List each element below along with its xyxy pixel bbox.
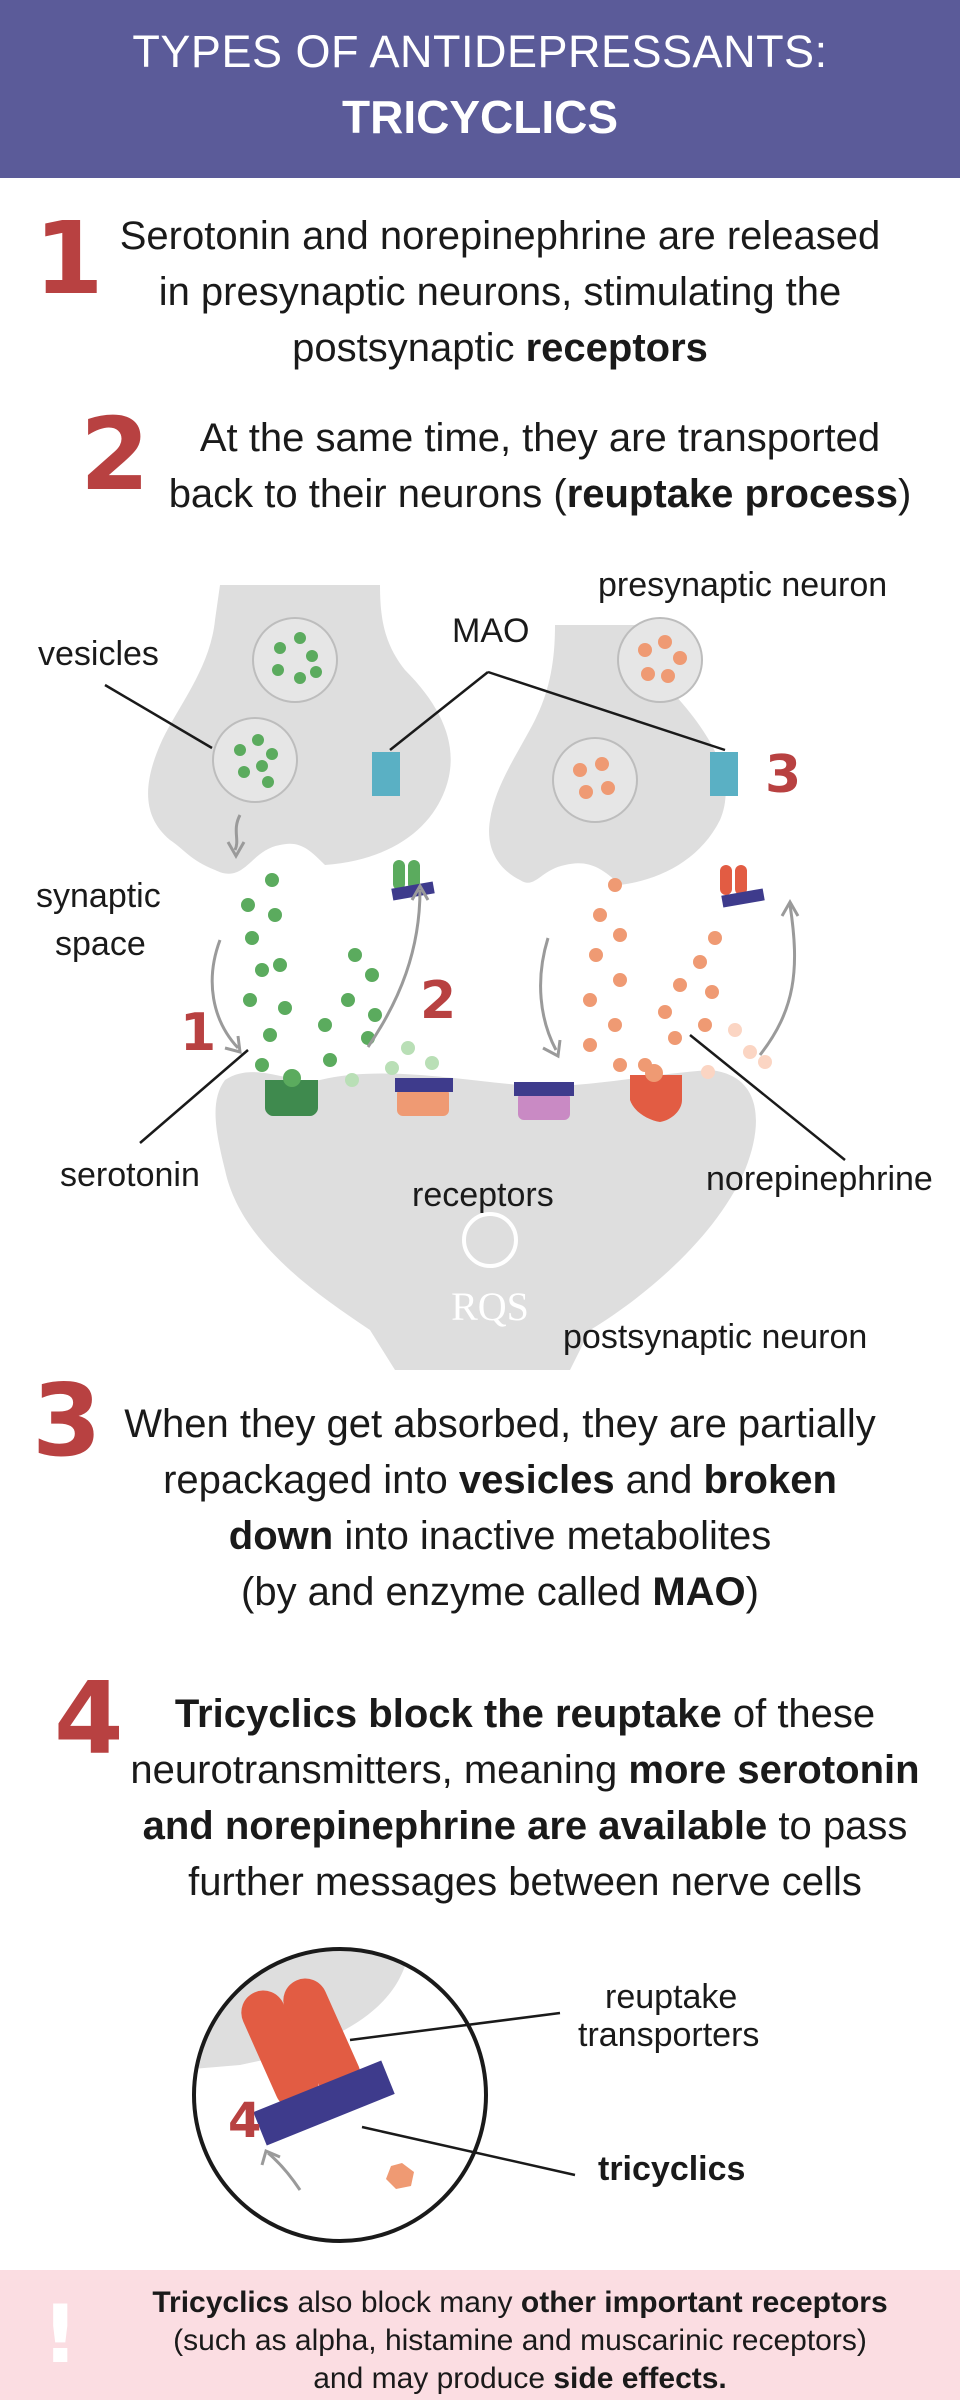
footer-bold-receptors: other important receptors [520, 2286, 888, 2319]
label-serotonin: serotonin [60, 1156, 200, 1194]
step-2-line2: back to their neurons ( [168, 472, 567, 516]
step-3-line1: When they get absorbed, they are partial… [124, 1402, 876, 1446]
marker-2: 2 [420, 971, 456, 1031]
receptor-norepinephrine [630, 1075, 682, 1122]
footer-line2: (such as alpha, histamine and muscarinic… [173, 2324, 867, 2357]
footer-line1: also block many [289, 2286, 521, 2319]
step-1-bold: receptors [525, 326, 708, 370]
step-2-line1: At the same time, they are transported [199, 416, 881, 460]
mao-enzyme [710, 752, 738, 796]
step-4-bold-more: more serotonin [628, 1748, 920, 1792]
flow-arrows [210, 814, 800, 1059]
step-1-line3: postsynaptic [292, 326, 526, 370]
header-banner: TYPES OF ANTIDEPRESSANTS: TRICYCLICS [0, 0, 960, 178]
step-2-close: ) [897, 472, 912, 516]
step-3-bold-down: down [228, 1514, 334, 1558]
inset-circle [192, 1947, 488, 2243]
step-3-bold-vesicles: vesicles [458, 1458, 615, 1502]
vesicle [252, 617, 338, 703]
label-postsynaptic-neuron: postsynaptic neuron [563, 1318, 868, 1356]
step-3-close: ) [745, 1570, 759, 1614]
serotonin-molecules [241, 873, 382, 1072]
step-3-and: and [614, 1458, 704, 1502]
footer-warning: ! Tricyclics also block many other impor… [0, 2270, 960, 2400]
step-1-line1: Serotonin and norepinephrine are release… [119, 214, 881, 258]
blocked-arrow [260, 2148, 302, 2191]
step-3-bold-mao: MAO [652, 1570, 746, 1614]
step-1-line2: in presynaptic neurons, stimulating the [158, 270, 842, 314]
postsynaptic-neuron [215, 1070, 756, 1370]
norepinephrine-molecule [386, 2163, 414, 2189]
synapse-diagram: RQS 1 2 3 [104, 585, 846, 1370]
label-vesicles: vesicles [38, 635, 159, 673]
label-space: space [55, 925, 146, 963]
transporter-left [241, 1990, 319, 2110]
receptor-orange [395, 1078, 453, 1116]
step-4-line1: of these [721, 1692, 876, 1736]
step-2-text: At the same time, they are transported b… [160, 410, 920, 522]
step-1-text: Serotonin and norepinephrine are release… [100, 208, 900, 376]
header-title-line2: TRICYCLICS [342, 91, 618, 143]
step-4-line4: further messages between nerve cells [188, 1860, 862, 1904]
leader-lines [104, 670, 846, 1161]
transporter-right [283, 1978, 361, 2098]
reuptake-transporter-left [391, 860, 435, 901]
step-2-bold: reuptake process [566, 472, 898, 516]
label-synaptic: synaptic [36, 877, 161, 915]
step-4-number: 4 [54, 1660, 124, 1777]
label-presynaptic-neuron: presynaptic neuron [598, 566, 888, 604]
mao-enzyme [372, 752, 400, 796]
inset-marker: 4 [228, 2093, 261, 2149]
step-3-line4: (by and enzyme called [241, 1570, 653, 1614]
step-2-number: 2 [80, 396, 150, 513]
inset-leader-lines [349, 2011, 576, 2177]
label-transporters: transporters [578, 2016, 760, 2054]
receptor-purple [514, 1082, 574, 1120]
serotonin-in-vesicle [234, 632, 322, 788]
label-mao: MAO [452, 612, 530, 650]
step-3-line3: into inactive metabolites [333, 1514, 772, 1558]
vesicle [212, 717, 298, 803]
rqs-logo: RQS [451, 1212, 529, 1329]
header-title-line1: TYPES OF ANTIDEPRESSANTS: [132, 26, 828, 77]
serotonin-faded [345, 1041, 439, 1087]
step-4-text: Tricyclics block the reuptake of these n… [120, 1686, 930, 1910]
reuptake-transporter-right [720, 865, 765, 908]
label-reuptake: reuptake [605, 1978, 738, 2016]
marker-1: 1 [180, 1003, 216, 1063]
marker-3: 3 [765, 745, 801, 805]
step-1-number: 1 [34, 200, 104, 317]
norepinephrine-faded [701, 1023, 772, 1079]
label-receptors: receptors [412, 1176, 554, 1214]
footer-bold-tricyclics: Tricyclics [152, 2286, 290, 2319]
vesicle [552, 737, 638, 823]
receptor-serotonin [265, 1080, 318, 1116]
step-3-number: 3 [32, 1362, 102, 1479]
step-3-bold-broken: broken [703, 1458, 837, 1502]
step-4-bold-available: and norepinephrine are available [142, 1804, 768, 1848]
logo-text: RQS [451, 1284, 529, 1329]
step-3-text: When they get absorbed, they are partial… [100, 1396, 900, 1620]
step-4-line3: to pass [767, 1804, 908, 1848]
tricyclics-inset: 4 [192, 1947, 488, 2243]
label-norepinephrine: norepinephrine [706, 1160, 933, 1198]
step-3-line2a: repackaged into [163, 1458, 459, 1502]
step-4-bold-block: Tricyclics block the reuptake [174, 1692, 722, 1736]
exclamation-icon: ! [42, 2288, 79, 2381]
footer-bold-side-effects: side effects. [553, 2362, 727, 2395]
step-4-line2: neurotransmitters, meaning [130, 1748, 629, 1792]
footer-text: Tricyclics also block many other importa… [140, 2284, 900, 2398]
presynaptic-neuron-left [148, 585, 451, 874]
vesicle [617, 617, 703, 703]
footer-line3: and may produce [313, 2362, 554, 2395]
label-tricyclics: tricyclics [598, 2150, 746, 2188]
norepinephrine-in-vesicle [573, 635, 687, 799]
tricyclic-blocker [253, 2060, 395, 2146]
